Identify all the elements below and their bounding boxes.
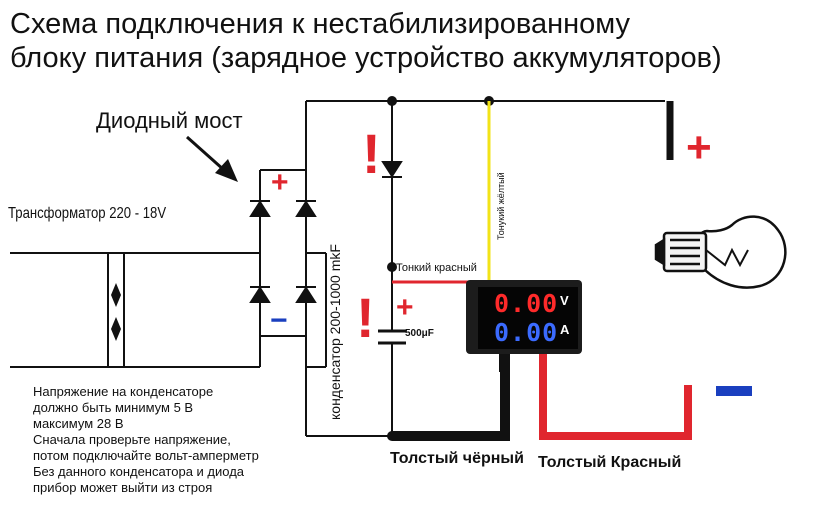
volt-ammeter [466,280,582,354]
title-line-2: блоку питания (зарядное устройство аккум… [10,42,722,74]
transformer-core [111,283,121,341]
note-line: Напряжение на конденсаторе [33,384,214,399]
warning-exclamation-diode: ! [362,122,381,185]
arrow-icon [186,135,238,182]
capacitor-value-label: 500μF [405,328,434,339]
thin-red-label: Тонкий красный [396,262,477,274]
thick-red-label: Толстый Красный [538,454,682,471]
transformer-label: Трансформатор 220 - 18V [8,205,167,222]
thick-black-label: Толстый чёрный [390,450,524,467]
capacitor-label: конденсатор 200-1000 mkF [327,244,343,420]
note-line: Сначала проверьте напряжение, [33,432,231,447]
warning-note: Напряжение на конденсаторе должно быть м… [33,384,259,496]
thick-black-wire [392,352,510,441]
capacitor-plus-sign: + [396,291,414,324]
meter-current-unit: A [560,322,570,337]
thin-yellow-label: Тонукий жёлтый [496,172,506,240]
output-minus-terminal [716,386,752,396]
thin-wires [10,100,665,437]
diode-icon [249,200,271,217]
diode-bridge-label: Диодный мост [96,108,243,133]
capacitor-icon [378,329,406,345]
bridge-diodes [249,200,317,303]
diode-icon [249,286,271,303]
thick-red-wire [539,352,692,440]
note-line: потом подключайте вольт-амперметр [33,448,259,463]
diode-icon [295,200,317,217]
title-line-1: Схема подключения к нестабилизированному [10,8,631,40]
bridge-plus-sign: + [271,166,289,199]
diode-icon [381,161,403,178]
output-plus-sign: + [686,123,712,172]
bridge-minus-sign: − [270,304,288,337]
warning-exclamation-capacitor: ! [356,286,375,349]
diode-icon [295,286,317,303]
note-line: максимум 28 В [33,416,124,431]
note-line: должно быть минимум 5 В [33,400,194,415]
lightbulb-icon [654,215,787,289]
note-line: прибор может выйти из строя [33,480,213,495]
series-diode [381,161,403,178]
meter-voltage-unit: V [560,293,569,308]
note-line: Без данного конденсатора и диода [33,464,245,479]
meter-current-reading: 0.00 [494,318,559,347]
meter-voltage-reading: 0.00 [494,289,559,318]
